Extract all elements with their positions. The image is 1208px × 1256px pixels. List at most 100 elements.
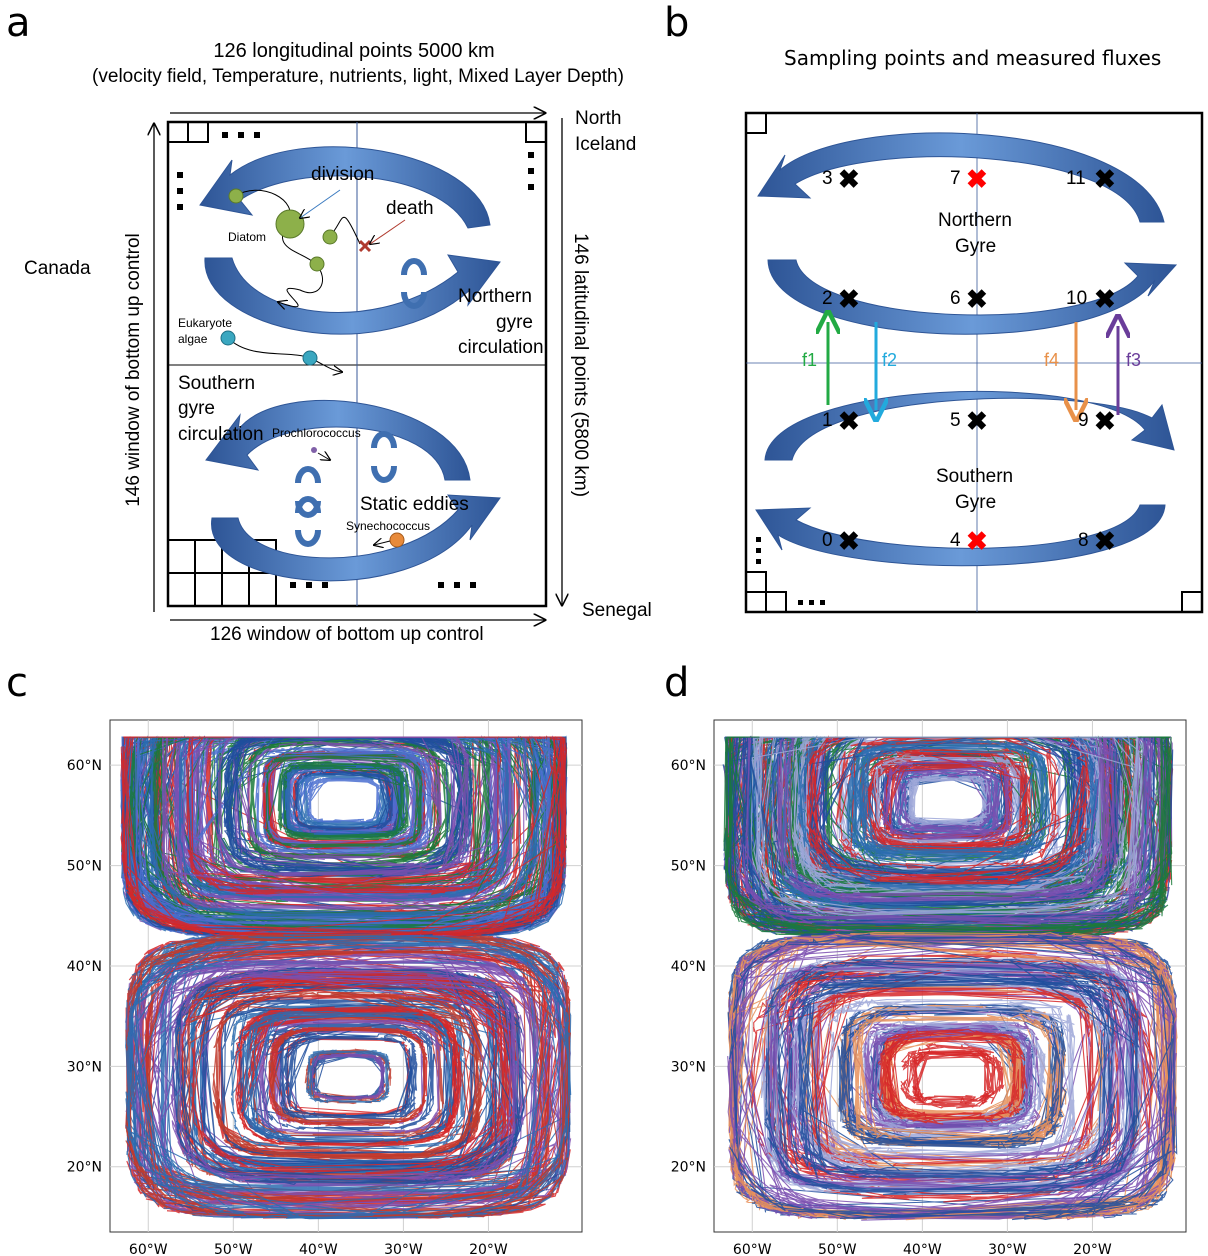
northern-gyre-label-3: circulation [458, 337, 544, 358]
diatom-cell-dividing [275, 209, 305, 239]
northern-gyre-label-1: Northern [458, 286, 532, 307]
y-tick-label: 60°N [67, 758, 102, 774]
panel-a-diagram [0, 0, 708, 660]
eukaryote-trajectory [227, 337, 342, 372]
sampling-point-8-cross: ✖ [1094, 526, 1116, 556]
panel-a-title-line1: 126 longitudinal points 5000 km [213, 40, 495, 62]
y-tick-label: 30°N [671, 1059, 706, 1075]
sampling-point-1-label: 1 [822, 410, 833, 431]
y-tick-label: 50°N [67, 859, 102, 875]
x-tick-label: 30°W [384, 1242, 423, 1256]
panel-b-letter: b [664, 0, 690, 46]
panel-c-letter: c [6, 660, 28, 706]
sampling-point-9-label: 9 [1078, 410, 1089, 431]
eukaryote-cell-1 [220, 330, 236, 346]
canada-label: Canada [24, 258, 91, 279]
diatom-label: Diatom [228, 230, 267, 244]
north-label-1: North [575, 108, 622, 129]
panel-b-diagram [744, 111, 1204, 614]
sampling-point-8-label: 8 [1078, 530, 1089, 551]
y-tick-label: 40°N [671, 959, 706, 975]
ellipsis-dots [177, 132, 534, 588]
northern-gyre-b-1: Northern [938, 210, 1012, 231]
x-tick-label: 60°W [733, 1242, 772, 1256]
prochlorococcus-label: Prochlorococcus [272, 426, 361, 440]
sampling-point-5-cross: ✖ [966, 406, 988, 436]
sampling-point-4-label: 4 [950, 530, 961, 551]
southern-gyre-label-3: circulation [178, 424, 264, 445]
division-label: division [311, 164, 375, 185]
flux-f2-label: f2 [882, 350, 898, 370]
x-tick-label: 20°W [469, 1242, 508, 1256]
x-tick-label: 40°W [299, 1242, 338, 1256]
x-tick-label: 60°W [129, 1242, 168, 1256]
diatom-cell-1 [228, 188, 244, 204]
sampling-point-1-cross: ✖ [838, 406, 860, 436]
death-label: death [386, 198, 434, 219]
sampling-point-11-label: 11 [1066, 168, 1086, 189]
sampling-point-2-cross: ✖ [838, 284, 860, 314]
eukaryote-label-2: algae [178, 332, 208, 346]
domain-box-b [744, 111, 1204, 614]
sampling-point-0-label: 0 [822, 530, 833, 551]
x-tick-label: 50°W [214, 1242, 253, 1256]
panel-d-trajectory-map: 60°N 50°N 40°N 30°N 20°N 60°W 50°W 40°W 30°W 20°W [671, 719, 1187, 1256]
bottom-axis-label: 126 window of bottom up control [210, 624, 484, 645]
y-tick-label: 60°N [671, 758, 706, 774]
sampling-point-4-cross: ✖ [966, 526, 988, 556]
southern-gyre-arrows [205, 400, 501, 582]
y-tick-label: 30°N [67, 1059, 102, 1075]
sampling-point-6-cross: ✖ [966, 284, 988, 314]
static-eddies-label: Static eddies [360, 494, 469, 515]
northern-gyre-label-2: gyre [496, 312, 533, 333]
sampling-point-10-cross: ✖ [1094, 284, 1116, 314]
x-tick-label: 30°W [988, 1242, 1027, 1256]
sampling-point-3-label: 3 [822, 168, 833, 189]
synechococcus-cell [389, 532, 405, 548]
trajectory-lines [120, 734, 572, 1220]
panel-d-letter: d [664, 660, 690, 706]
y-tick-label: 50°N [671, 859, 706, 875]
eukaryote-cell-2 [302, 350, 318, 366]
flux-f1-label: f1 [802, 350, 818, 370]
synechococcus-label: Synechococcus [346, 519, 431, 533]
x-tick-label: 20°W [1073, 1242, 1112, 1256]
panel-a-title-line2: (velocity field, Temperature, nutrients,… [92, 66, 624, 87]
panel-b-title: Sampling points and measured fluxes [784, 46, 1162, 70]
flux-f3-label: f3 [1126, 350, 1142, 370]
y-tick-label: 40°N [67, 959, 102, 975]
x-tick-label: 40°W [903, 1242, 942, 1256]
sampling-point-7-label: 7 [950, 168, 961, 189]
sampling-point-6-label: 6 [950, 288, 961, 309]
senegal-label: Senegal [582, 600, 652, 621]
panel-c-trajectory-map: 60°N 50°N 40°N 30°N 20°N 60°W 50°W 40°W 30°W 20°W [67, 719, 583, 1256]
sampling-point-10-label: 10 [1066, 288, 1088, 309]
eukaryote-label-1: Eukaryote [178, 316, 233, 330]
panel-a-letter: a [6, 0, 31, 46]
flux-f4-label: f4 [1044, 350, 1060, 370]
left-axis-label: 146 window of bottom up control [123, 233, 144, 507]
sampling-point-7-cross: ✖ [966, 164, 988, 194]
southern-gyre-b-2: Gyre [955, 492, 997, 513]
sampling-point-11-cross: ✖ [1094, 164, 1116, 194]
southern-gyre-label-1: Southern [178, 373, 256, 394]
trajectory-lines [722, 735, 1178, 1221]
diatom-cell-2 [322, 229, 338, 245]
sampling-point-0-cross: ✖ [838, 526, 860, 556]
northern-gyre-b-2: Gyre [955, 236, 997, 257]
static-eddy-icons [295, 258, 427, 547]
sampling-point-2-label: 2 [822, 288, 833, 309]
x-tick-label: 50°W [818, 1242, 857, 1256]
y-tick-label: 20°N [67, 1160, 102, 1176]
y-tick-label: 20°N [671, 1160, 706, 1176]
southern-gyre-b-1: Southern [936, 466, 1014, 487]
prochlorococcus-cell [311, 447, 317, 453]
diatom-cell-3 [309, 256, 325, 272]
sampling-point-5-label: 5 [950, 410, 961, 431]
death-mark [358, 239, 372, 253]
sampling-point-9-cross: ✖ [1094, 406, 1116, 436]
north-label-2: Iceland [575, 134, 637, 155]
sampling-point-3-cross: ✖ [838, 164, 860, 194]
right-axis-label: 146 latitudinal points (5800 km) [570, 232, 591, 498]
southern-gyre-label-2: gyre [178, 398, 215, 419]
